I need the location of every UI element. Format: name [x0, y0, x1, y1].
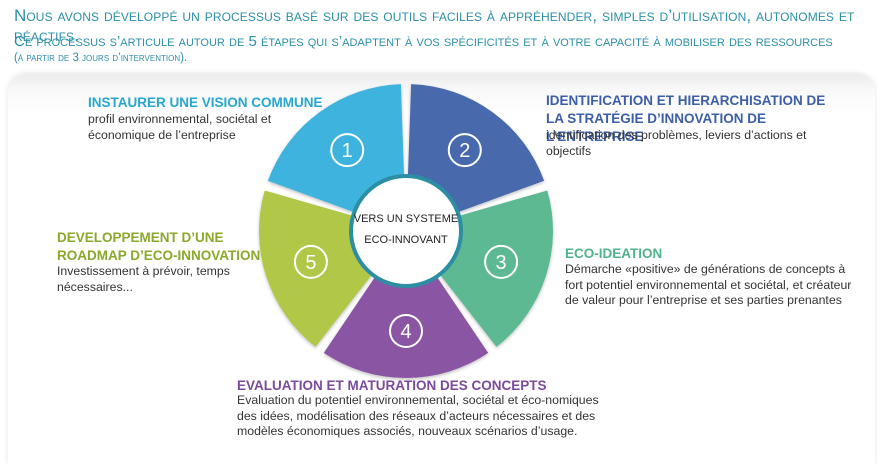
step-3-number: 3	[496, 252, 507, 274]
intro-line-1: Nous avons développé un processus basé s…	[14, 6, 855, 45]
step-2-title: IDENTIFICATION ET HIERARCHISATION DE LA …	[546, 93, 826, 144]
step-1-number-ring	[330, 133, 365, 168]
center-ring	[349, 174, 463, 288]
center-label-line-1: VERS UN SYSTEME	[354, 213, 459, 225]
step-5-description: Investissement à prévoir, temps nécessai…	[57, 264, 230, 294]
step-3-description: Démarche «positive» de générations de co…	[565, 262, 852, 307]
step-4-title: EVALUATION ET MATURATION DES CONCEPTS	[237, 378, 547, 393]
step-2-number: 2	[459, 140, 470, 162]
step-4-description: Evaluation du potentiel environnemental,…	[237, 393, 599, 438]
intro-line-2: Ce processus s’articule autour de 5 étap…	[14, 33, 833, 50]
intro-line-3: (à partir de 3 jours d’intervention).	[14, 52, 188, 64]
step-3-number-ring	[484, 244, 519, 279]
step-1-title: INSTAURER UNE VISION COMMUNE	[88, 95, 323, 110]
step-2-number-ring	[447, 133, 482, 168]
step-2-segment	[407, 84, 545, 213]
step-4-number: 4	[400, 321, 411, 343]
step-1-description: profil environnemental, sociétal et écon…	[88, 112, 272, 142]
center-label-line-2: ECO-INNOVANT	[364, 234, 448, 246]
step-5-title: DEVELOPPEMENT D’UNE ROADMAP D’ECO-INNOVA…	[57, 230, 261, 263]
step-5-number: 5	[305, 252, 316, 274]
step-5-segment	[258, 190, 373, 347]
step-2-description: identification des problèmes, leviers d’…	[546, 128, 807, 158]
step-1-number: 1	[342, 140, 353, 162]
center-circle: VERS UN SYSTEME ECO-INNOVANT	[349, 174, 463, 288]
step-4-number-ring	[389, 314, 423, 348]
step-5-number-ring	[293, 244, 328, 279]
step-3-title: ECO-IDEATION	[565, 246, 663, 261]
step-4-segment	[323, 276, 489, 379]
step-1-segment	[267, 84, 405, 213]
step-3-segment	[439, 190, 553, 347]
